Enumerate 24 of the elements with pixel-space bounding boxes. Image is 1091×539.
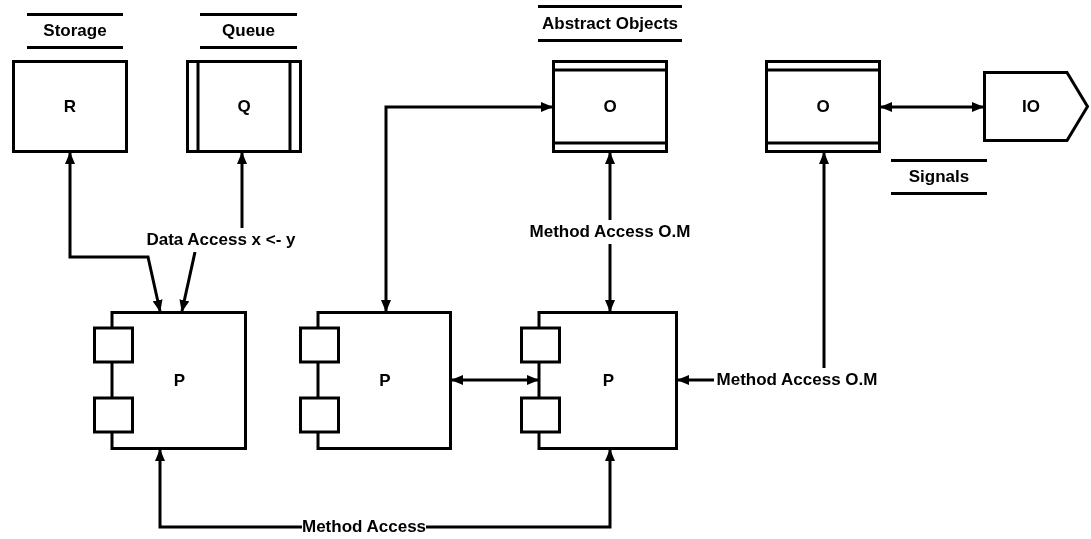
connector-arrow: [605, 152, 615, 220]
node-label: P: [173, 370, 186, 391]
connector-arrow: [179, 251, 197, 312]
node-label: O: [816, 96, 830, 117]
connector-arrow: [677, 375, 714, 385]
connector-arrow: [381, 102, 553, 312]
connector-arrow: [819, 152, 829, 368]
node-label: Q: [237, 96, 251, 117]
node-label: R: [63, 96, 77, 117]
store-heading: Storage: [27, 13, 123, 49]
node-label: IO: [1022, 96, 1040, 117]
store-heading: Queue: [200, 13, 297, 49]
connector-arrow: [880, 102, 984, 112]
node-label: P: [379, 370, 391, 391]
connector-arrow: [237, 152, 247, 228]
connector-arrow: [426, 449, 615, 529]
connector-arrow: [451, 375, 539, 385]
node-label: O: [603, 96, 617, 117]
connector-arrow: [65, 152, 163, 312]
store-heading: Abstract Objects: [538, 5, 682, 42]
edge-label: Signals: [891, 159, 987, 195]
connector-arrow: [605, 244, 615, 312]
connector-arrow: [155, 449, 302, 529]
node-label: P: [602, 370, 615, 391]
